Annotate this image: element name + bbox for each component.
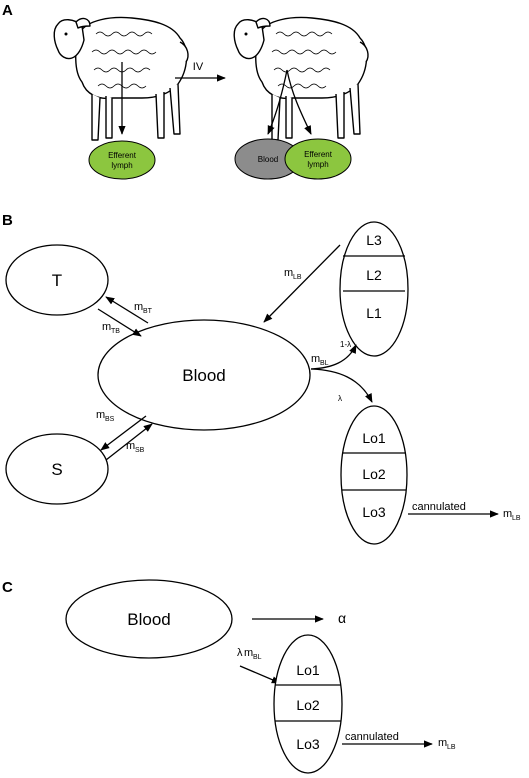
efferent-lymph-right-line1: Efferent [304,150,333,159]
m-bl-sub: BL [320,360,329,367]
lower-node-b-lo3: Lo3 [362,504,386,520]
iv-label: IV [193,61,204,73]
node-t [5,244,109,316]
lambda-label-b: λ [338,394,342,403]
m-sb-sub: SB [135,447,145,454]
arrow-blood-to-lower-node [310,368,373,403]
lower-lo-node-b [340,405,408,545]
m-lb-c-m: m [438,737,447,749]
upper-node-l2: L2 [366,267,382,283]
node-blood-c [65,579,233,659]
upper-node-l3: L3 [366,232,382,248]
arrow-blood-to-lower-node-c [239,665,281,684]
lower-node-c-lo3: Lo3 [296,736,320,752]
efferent-lymph-node-left [88,140,156,180]
m-lb-m: m [284,267,293,279]
m-bs-sub: BS [105,416,115,423]
lambda-label-c: λ [237,647,243,659]
node-blood-c-label: Blood [127,610,170,629]
cannulated-label-c: cannulated [345,731,399,743]
panel-a: A Efferent lymph IV Blood Efferent lymph [2,2,369,180]
efferent-lymph-left-line1: Efferent [108,151,137,160]
panel-a-letter: A [2,2,13,19]
efferent-lymph-left-line2: lymph [111,161,132,170]
m-lb-c-sub: LB [447,744,456,751]
node-t-label: T [52,271,62,290]
node-blood-b [97,319,311,431]
efferent-lymph-node-right [284,138,352,180]
sheep-to-blood-arrow [267,69,288,135]
lower-lo-node-c [273,634,343,774]
m-bl-c-m: m [244,647,253,659]
arrow-blood-to-upper-node [310,344,357,370]
node-s [5,433,109,505]
panel-b-letter: B [2,212,13,229]
alpha-label: α [338,610,346,626]
arrow-t-to-blood [97,308,142,337]
panel-c-letter: C [2,579,13,596]
m-lb-sub: LB [293,274,302,281]
lower-node-b-lo1: Lo1 [362,430,386,446]
panel-b: B T S Blood m BT m TB m BS m SB L3 L2 L1… [2,212,521,545]
sheep-to-lymph-arrow-right [286,69,312,135]
m-tb-sub: TB [111,328,120,335]
m-lb-out-m: m [503,508,512,520]
one-minus-lambda-label: 1-λ [340,340,351,349]
arrow-l-to-blood [263,244,341,323]
arrow-s-to-blood [105,423,153,461]
m-tb-m: m [102,321,111,333]
m-sb-m: m [126,440,135,452]
node-blood-b-label: Blood [182,366,225,385]
node-s-label: S [51,460,62,479]
panel-c: C Blood α λ m BL Lo1 Lo2 Lo3 cannulated … [2,579,456,774]
m-bs-m: m [96,409,105,421]
m-bt-sub: BT [143,308,153,315]
arrow-blood-to-t [105,296,149,324]
lower-node-b-lo2: Lo2 [362,466,386,482]
m-bl-c-sub: BL [253,654,262,661]
efferent-lymph-right-line2: lymph [307,160,328,169]
m-lb-out-sub: LB [512,515,521,522]
blood-label-a: Blood [258,155,278,164]
lower-node-c-lo2: Lo2 [296,697,320,713]
arrow-blood-to-s [100,415,147,451]
m-bt-m: m [134,301,143,313]
sheep-icon [53,16,189,141]
sheep-icon [233,16,369,141]
lower-node-c-lo1: Lo1 [296,662,320,678]
upper-node-l1: L1 [366,305,382,321]
m-bl-m: m [311,353,320,365]
cannulated-label-b: cannulated [412,501,466,513]
